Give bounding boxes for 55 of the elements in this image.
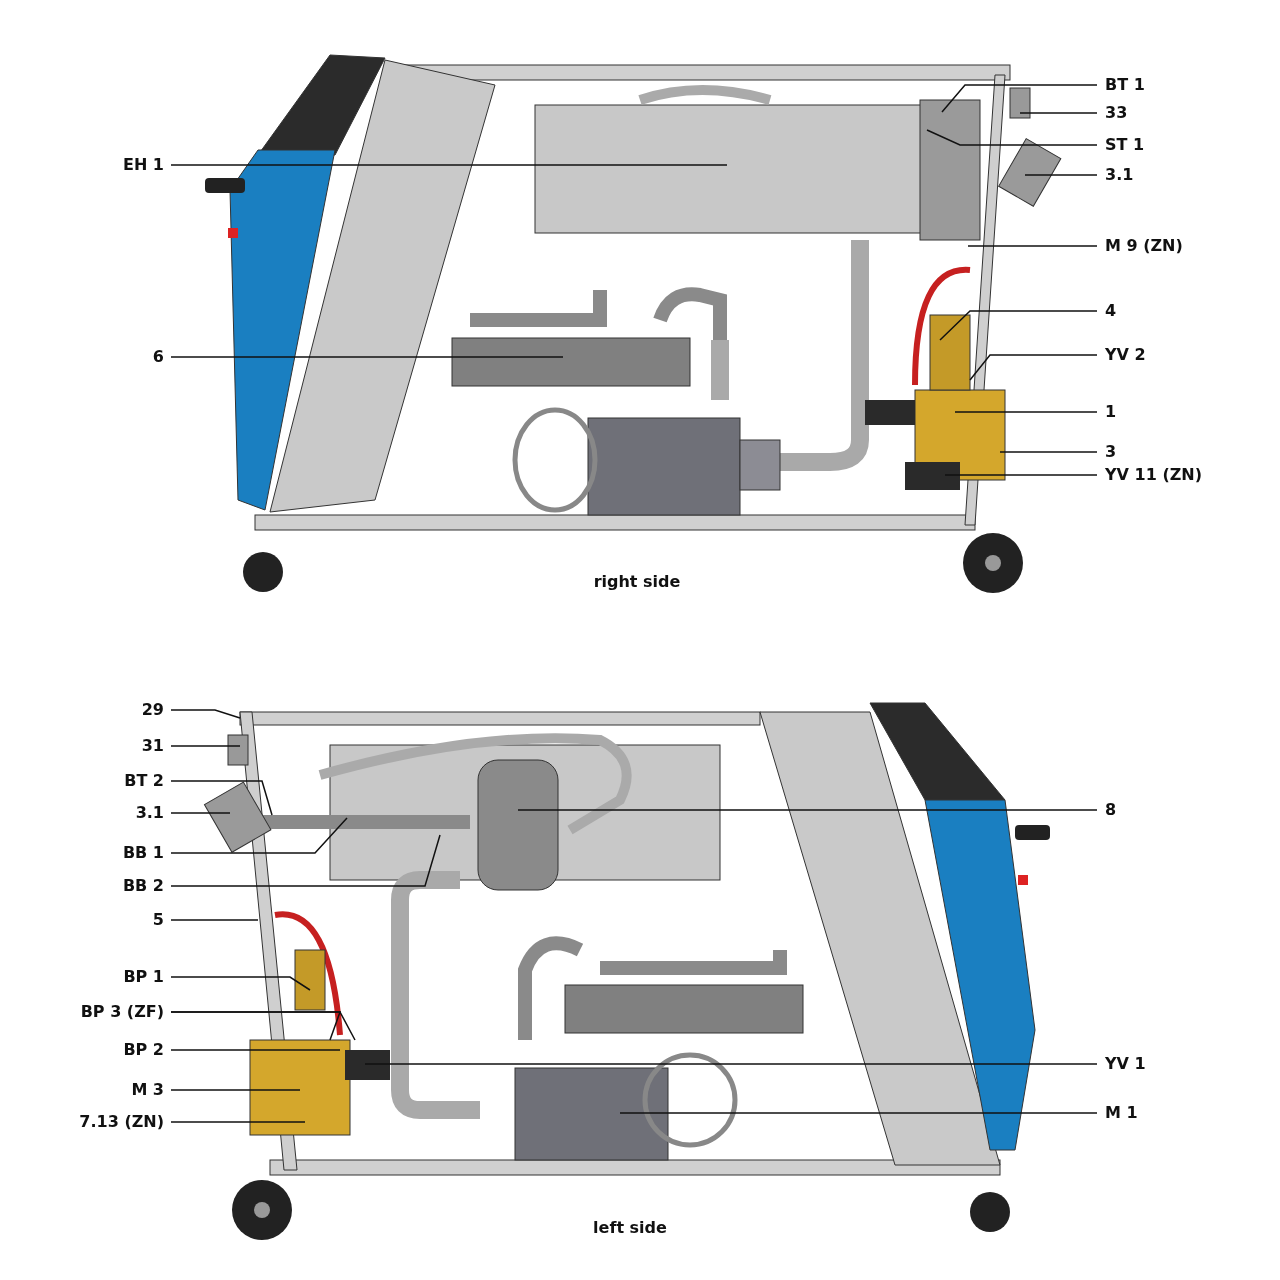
callout-label: BT 1 (1105, 75, 1145, 95)
leader-line (170, 919, 259, 921)
leader-line (941, 84, 1098, 113)
leader-line (170, 780, 273, 816)
callout-label: YV 11 (ZN) (1105, 465, 1202, 485)
leader-line (170, 709, 241, 719)
callout-label: 29 (141, 700, 164, 720)
leader-line (170, 1121, 306, 1123)
leader-line (1024, 174, 1098, 176)
callout-label: YV 1 (1105, 1054, 1146, 1074)
leader-line (170, 745, 241, 747)
callout-label: BP 2 (123, 1040, 164, 1060)
leader-line (170, 1089, 301, 1091)
callout-label: 8 (1105, 800, 1117, 820)
callout-label: 6 (152, 347, 164, 367)
callout-label: BT 2 (124, 771, 164, 791)
leader-line (969, 354, 1098, 381)
callout-label: BP 1 (123, 967, 164, 987)
leader-line (967, 245, 1098, 247)
callout-label: 1 (1105, 402, 1117, 422)
callout-label: 31 (141, 736, 164, 756)
callout-label: YV 2 (1105, 345, 1146, 365)
leader-line (619, 1112, 1098, 1114)
leader-line (1019, 112, 1098, 114)
callout-label: 7.13 (ZN) (79, 1112, 164, 1132)
callout-label: 5 (152, 910, 164, 930)
leader-line (170, 1049, 341, 1051)
leader-line (170, 976, 311, 991)
callout-label: 3.1 (135, 803, 164, 823)
callout-label: 3 (1105, 442, 1117, 462)
leader-line (944, 474, 1098, 476)
view-caption: left side (592, 1218, 668, 1238)
leader-line (170, 834, 441, 887)
leader-line (939, 310, 1098, 341)
callout-label: M 3 (131, 1080, 164, 1100)
leader-line (926, 129, 1098, 146)
callout-label: 4 (1105, 301, 1117, 321)
callout-label: ST 1 (1105, 135, 1145, 155)
leader-line (364, 1063, 1098, 1065)
leader-line (999, 451, 1098, 453)
callout-label: M 9 (ZN) (1105, 236, 1183, 256)
callout-label: 33 (1105, 103, 1128, 123)
leader-line (954, 411, 1098, 413)
view-caption: right side (592, 572, 682, 592)
leader-line (170, 164, 728, 166)
leader-line (170, 817, 348, 854)
leader-line (517, 809, 1098, 811)
callout-label: EH 1 (122, 155, 164, 175)
callout-label: M 1 (1105, 1103, 1138, 1123)
leader-line (170, 356, 564, 358)
callout-label: BP 3 (ZF) (80, 1002, 164, 1022)
callout-label: BB 2 (122, 876, 164, 896)
callout-label: BB 1 (122, 843, 164, 863)
leader-line (170, 812, 231, 814)
callout-label: 3.1 (1105, 165, 1134, 185)
